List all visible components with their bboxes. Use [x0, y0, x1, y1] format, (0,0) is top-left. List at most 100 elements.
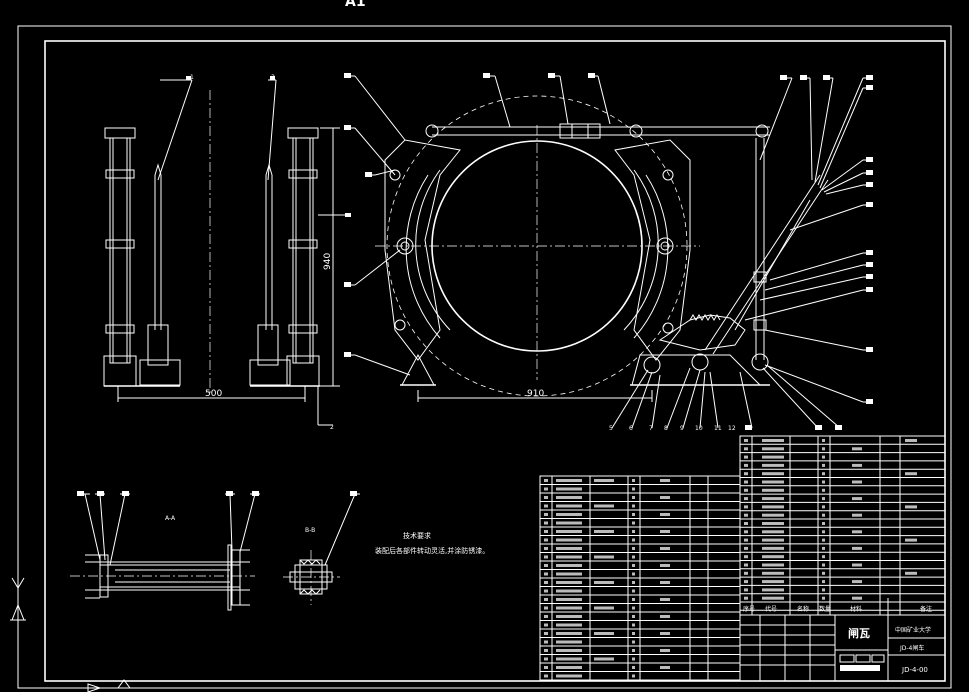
parts-cell-mark — [556, 479, 582, 482]
parts-cell-mark — [556, 581, 582, 584]
parts-cell-mark — [556, 666, 582, 669]
parts-cell-mark — [544, 657, 548, 661]
parts-cell-mark — [852, 480, 862, 484]
parts-cell-mark — [556, 606, 582, 610]
parts-cell-mark — [632, 649, 635, 652]
parts-cell-mark — [632, 615, 635, 618]
parts-cell-mark — [762, 472, 784, 476]
callout-2: 2 — [330, 424, 334, 431]
parts-cell-mark — [852, 546, 862, 550]
parts-cell-mark — [660, 598, 670, 601]
parts-cell-mark — [822, 505, 825, 509]
parts-cell-mark — [744, 439, 748, 442]
parts-cell-mark — [744, 505, 748, 509]
parts-cell-mark — [822, 538, 825, 542]
parts-cell-mark — [544, 479, 548, 482]
parts-cell-mark — [556, 623, 582, 627]
parts-cell-mark — [632, 581, 635, 584]
parts-cell-mark — [544, 487, 548, 491]
header-no: 序号 — [743, 605, 755, 613]
technical-requirements: 技术要求 装配后各部件转动灵活,并涂防锈漆。 — [375, 531, 489, 555]
parts-cell-mark — [660, 547, 670, 550]
parts-cell-mark — [544, 530, 548, 533]
parts-cell-mark — [762, 546, 784, 550]
parts-cell-mark — [762, 447, 784, 451]
parts-cell-mark — [632, 657, 635, 661]
parts-cell-mark — [905, 571, 917, 575]
parts-cell-mark — [544, 623, 548, 627]
callout-10: 10 — [695, 425, 703, 432]
dim-width-front: 910 — [527, 389, 544, 399]
parts-cell-mark — [822, 546, 825, 550]
parts-cell-mark — [744, 497, 748, 501]
callout-1: 1 — [190, 74, 194, 81]
tech-text: 装配后各部件转动灵活,并涂防锈漆。 — [375, 546, 489, 555]
parts-cell-mark — [762, 513, 784, 517]
parts-cell-mark — [744, 546, 748, 550]
parts-cell-mark — [852, 497, 862, 501]
parts-cell-mark — [762, 488, 784, 492]
parts-cell-mark — [544, 598, 548, 601]
parts-cell-mark — [594, 479, 614, 482]
parts-list-right-rows — [740, 439, 945, 611]
parts-cell-mark — [632, 598, 635, 601]
parts-cell-mark — [594, 504, 614, 508]
parts-cell-mark — [660, 581, 670, 584]
header-code: 代号 — [765, 605, 777, 613]
parts-cell-mark — [556, 487, 582, 491]
callout-tags — [344, 73, 873, 430]
parts-cell-mark — [632, 504, 635, 508]
parts-cell-mark — [660, 496, 670, 499]
parts-cell-mark — [762, 555, 784, 559]
parts-cell-mark — [822, 588, 825, 592]
section-a-a: A-A — [70, 491, 260, 611]
parts-cell-mark — [632, 513, 635, 516]
parts-cell-mark — [632, 632, 635, 635]
parts-cell-mark — [905, 439, 917, 442]
parts-cell-mark — [822, 480, 825, 484]
parts-cell-mark — [544, 521, 548, 525]
parts-cell-mark — [632, 547, 635, 550]
callout-11: 11 — [714, 425, 722, 432]
parts-cell-mark — [762, 463, 784, 467]
parts-cell-mark — [556, 674, 582, 678]
parts-cell-mark — [632, 564, 635, 567]
parts-cell-mark — [632, 479, 635, 482]
parts-cell-mark — [822, 472, 825, 476]
parts-cell-mark — [744, 472, 748, 476]
parts-cell-mark — [852, 596, 862, 600]
parts-cell-mark — [660, 615, 670, 618]
parts-cell-mark — [660, 666, 670, 669]
parts-cell-mark — [544, 513, 548, 516]
leader-lines — [345, 75, 873, 429]
parts-cell-mark — [632, 572, 635, 576]
parts-cell-mark — [544, 666, 548, 669]
parts-cell-mark — [762, 522, 784, 525]
parts-cell-mark — [852, 530, 862, 534]
parts-cell-mark — [556, 649, 582, 652]
drawing-number: JD-4-00 — [901, 666, 928, 674]
parts-cell-mark — [660, 513, 670, 516]
parts-cell-mark — [544, 581, 548, 584]
section-b-label: B-B — [305, 527, 315, 534]
parts-cell-mark — [852, 580, 862, 584]
parts-cell-mark — [556, 598, 582, 601]
parts-cell-mark — [544, 606, 548, 610]
parts-cell-mark — [556, 513, 582, 516]
parts-cell-mark — [660, 632, 670, 635]
parts-cell-mark — [556, 538, 582, 542]
parts-cell-mark — [556, 547, 582, 550]
parts-cell-mark — [852, 447, 862, 451]
parts-cell-mark — [544, 589, 548, 593]
parts-cell-mark — [822, 455, 825, 459]
parts-cell-mark — [556, 572, 582, 576]
parts-cell-mark — [744, 538, 748, 542]
parts-cell-mark — [594, 555, 614, 559]
parts-cell-mark — [556, 530, 582, 533]
parts-cell-mark — [594, 530, 614, 533]
parts-cell-mark — [660, 649, 670, 652]
parts-cell-mark — [852, 563, 862, 567]
parts-cell-mark — [852, 513, 862, 517]
parts-cell-mark — [744, 522, 748, 525]
